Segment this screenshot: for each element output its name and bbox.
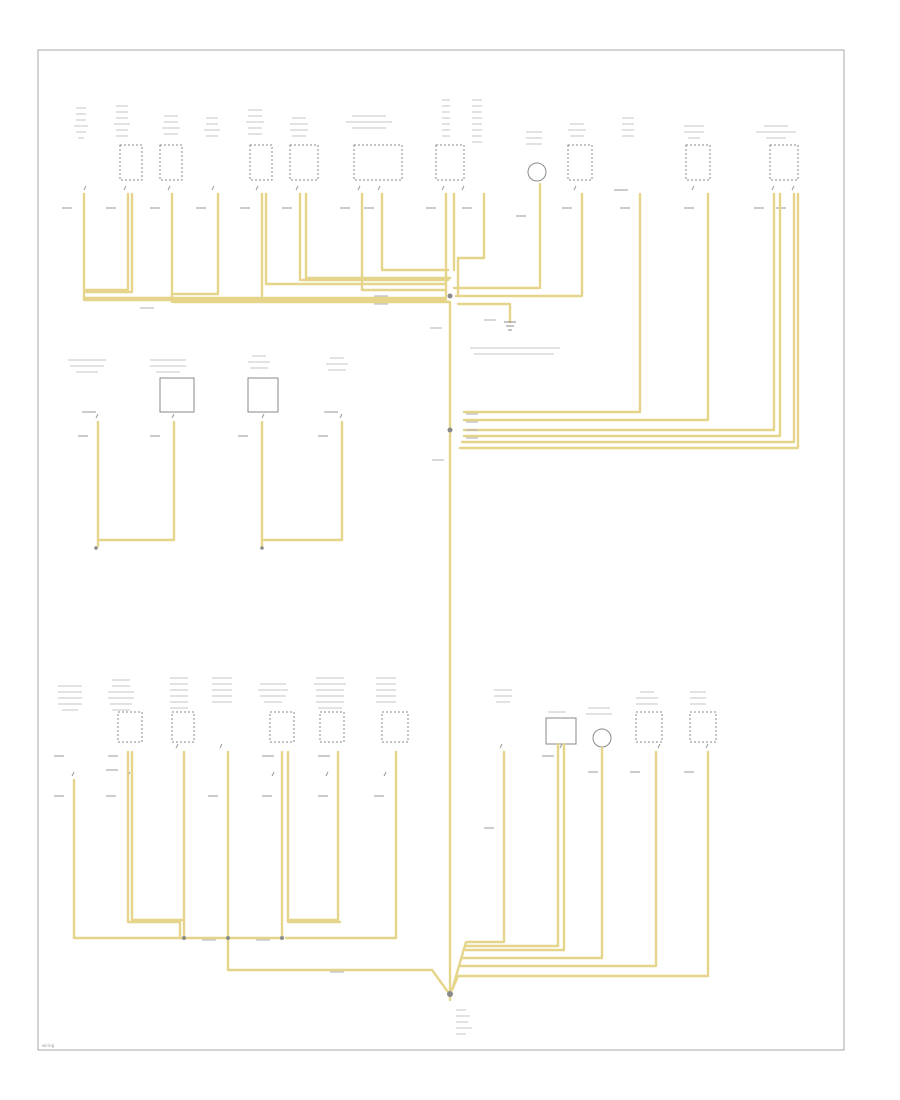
component-box <box>117 711 143 743</box>
component-box <box>159 377 195 413</box>
bottom-component-labels <box>58 677 706 715</box>
splice-dot <box>280 936 284 940</box>
ground-point <box>260 546 264 550</box>
component-box <box>685 144 711 181</box>
ground-point <box>94 546 98 550</box>
component-box <box>247 377 279 413</box>
top-wires <box>82 182 800 1002</box>
wire <box>262 420 344 542</box>
top-components <box>119 144 799 182</box>
middle-connector-marks <box>78 411 343 437</box>
splice-dot <box>447 427 453 433</box>
component-box <box>435 144 465 181</box>
splice-dot <box>226 936 230 940</box>
middle-section <box>68 355 348 550</box>
component-box <box>381 711 409 743</box>
component-box <box>545 717 577 745</box>
bottom-components <box>117 711 717 748</box>
bottom-wire-labels <box>202 939 344 973</box>
component-box <box>249 144 273 181</box>
top-section <box>62 99 800 1002</box>
component-box <box>119 144 143 181</box>
splice-dot <box>447 293 453 299</box>
component-box <box>269 711 295 743</box>
bottom-connector-marks <box>54 743 709 829</box>
component-box <box>171 711 195 743</box>
lamp-icon <box>592 728 612 748</box>
splice-dot <box>182 936 186 940</box>
component-box <box>689 711 717 743</box>
wire <box>98 420 176 542</box>
ground-icon <box>470 321 560 355</box>
figure-code: wiring <box>42 1043 55 1048</box>
top-wire-labels <box>140 295 496 461</box>
component-box <box>769 144 799 181</box>
bottom-wires <box>72 742 710 994</box>
component-box <box>635 711 663 743</box>
bottom-section <box>54 677 717 1035</box>
component-box <box>159 144 183 181</box>
lamp-icon <box>527 162 547 182</box>
component-box <box>289 144 319 181</box>
main-ground-icon <box>447 991 472 1035</box>
component-box <box>319 711 345 743</box>
middle-component-labels <box>68 355 348 373</box>
diagram-frame <box>37 49 845 1051</box>
component-box <box>353 144 403 181</box>
component-box <box>567 144 593 181</box>
top-component-labels <box>74 99 796 145</box>
top-connector-marks <box>62 185 795 217</box>
